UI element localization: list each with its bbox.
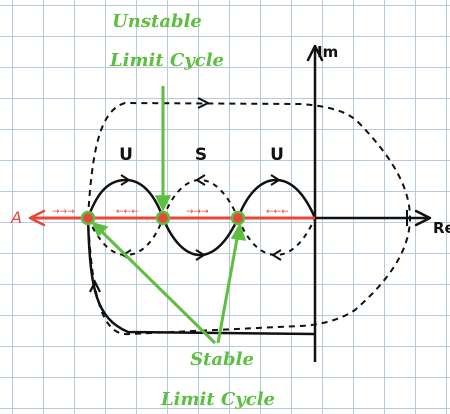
imaginary-axis-label: Im <box>317 43 338 61</box>
intersection-point-left <box>80 210 96 226</box>
unstable-label-line2: Limit Cycle <box>109 50 224 71</box>
axis-arrows-4: ←←← <box>266 207 289 217</box>
dashed-wave-left-lower <box>87 217 164 257</box>
axis-arrows-3: →→→ <box>186 207 209 217</box>
solid-wave-mid-lower <box>161 217 240 257</box>
stable-pointer-right <box>216 227 241 344</box>
dashed-wave-mid-upper <box>162 178 239 219</box>
intersection-point-mid <box>155 210 171 226</box>
wave-arrow-icon-1 <box>120 174 131 186</box>
wave-arrow-icon-3 <box>270 174 281 186</box>
axis-arrows-2: ←←← <box>116 207 139 217</box>
unstable-pointer-arrowhead <box>154 195 172 212</box>
wave-arrow-icon-2 <box>195 174 206 186</box>
real-axis-arrowhead <box>414 209 432 227</box>
wave-arrow-icon-6 <box>271 249 282 261</box>
intersection-points <box>80 210 246 226</box>
solid-wave-right-upper <box>236 178 317 219</box>
wave-arrow-icon-5 <box>195 249 206 261</box>
dashed-wave-right-lower <box>237 217 316 257</box>
lower-left-arrow-icon <box>89 279 101 293</box>
region-label-left: U <box>119 145 133 165</box>
region-label-mid: S <box>195 145 207 165</box>
stable-pointer-left-arrowhead <box>91 221 109 238</box>
stable-pointer-left <box>94 224 217 345</box>
solid-wave-left-upper <box>86 178 165 219</box>
imaginary-axis-arrowhead <box>306 44 324 62</box>
unstable-label-line1: Unstable <box>112 11 202 32</box>
point-a-label: A <box>10 208 22 227</box>
stable-pointer-right-arrowhead <box>230 222 247 241</box>
outer-dashed-contour <box>87 101 412 336</box>
stable-label-line1: Stable <box>190 349 254 370</box>
stable-label-line2: Limit Cycle <box>160 389 275 410</box>
solid-lower-contour <box>86 217 316 336</box>
point-a-arrowhead <box>28 209 46 227</box>
real-axis-label: Re <box>433 219 450 237</box>
intersection-point-right <box>230 210 246 226</box>
region-label-right: U <box>270 145 284 165</box>
top-arrow-icon <box>197 97 211 109</box>
axis-arrows-1: →→→ <box>52 207 75 217</box>
